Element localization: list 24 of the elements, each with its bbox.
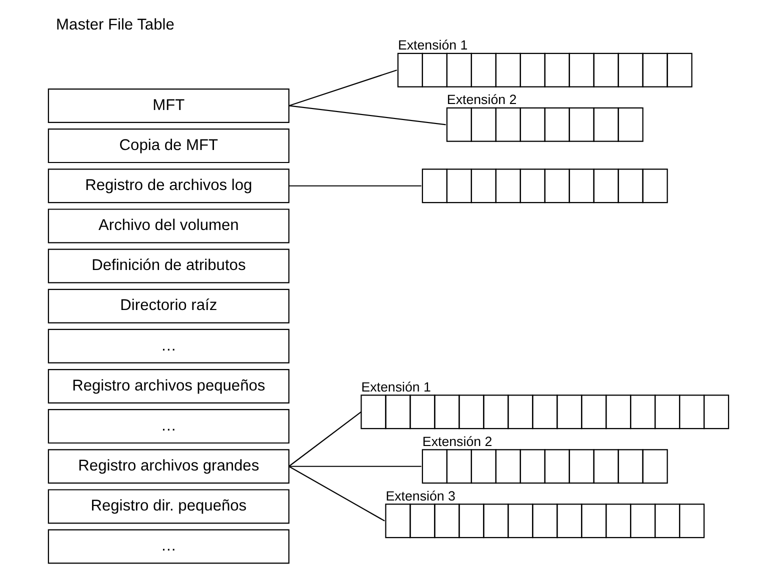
node-box: Directorio raíz <box>48 288 290 324</box>
connector <box>288 466 385 522</box>
connector <box>288 105 446 126</box>
node-label: Extensión 2 <box>446 92 517 108</box>
node-label: Extensión 1 <box>361 379 431 394</box>
node-label: Extensión 3 <box>386 488 456 504</box>
node-box: Registro de archivos log <box>48 168 290 204</box>
node-box: Copia de MFT <box>48 128 290 164</box>
node-box: Definición de atributos <box>48 248 290 284</box>
connector <box>288 185 422 186</box>
node-label: Extensión 1 <box>398 38 468 53</box>
node-box: Registro archivos grandes <box>48 449 290 484</box>
node-box: Archivo del volumen <box>48 208 290 244</box>
node-box: … <box>48 328 290 364</box>
node-box: Registro archivos pequeños <box>48 368 290 404</box>
connector <box>288 466 422 467</box>
node-label: Extensión 2 <box>422 434 492 449</box>
connector <box>288 411 362 467</box>
diagram-title: Master File Table <box>56 16 174 34</box>
connector <box>288 70 398 106</box>
node-box: MFT <box>48 88 290 123</box>
node-box: … <box>48 409 290 444</box>
node-box: … <box>48 529 290 564</box>
node-box: Registro dir. pequeños <box>48 489 290 524</box>
